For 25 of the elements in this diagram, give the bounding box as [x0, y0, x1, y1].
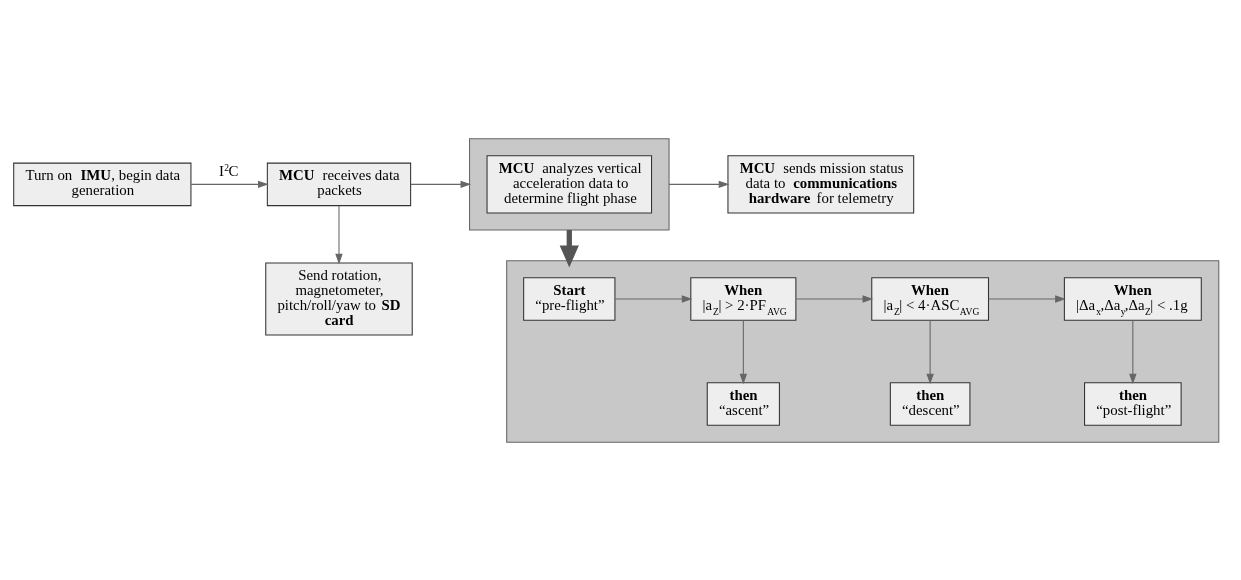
cluster: [469, 137, 670, 231]
arrow: [668, 180, 730, 188]
cluster: [506, 259, 1220, 443]
arrow: [410, 180, 472, 188]
node-box: then “ascent”: [706, 381, 780, 426]
node-box: MCU sends mission status data to communications hardware for telemetry: [727, 154, 915, 214]
node-box: MCU receives data packets: [266, 162, 412, 206]
node-box: then “post-flight”: [1084, 381, 1182, 426]
arrow: [926, 319, 934, 384]
node-box: Start “pre-flight”: [523, 276, 616, 321]
node-box: When |a$_{Z}$| > 2·PF$_{AVG}$: [690, 276, 797, 321]
node-box: When |Δa$_{x}$,Δa$_{y}$,Δa$_{Z}$| < .1g: [1063, 276, 1202, 321]
arrow: [335, 205, 343, 264]
node-box: then “descent”: [889, 381, 971, 426]
arrow: [739, 319, 748, 384]
arrow: [190, 180, 269, 188]
arrow: [988, 294, 1066, 303]
node-box: When |a$_{Z}$| < 4·ASC$_{AVG}$: [871, 276, 990, 321]
node-box: Turn on IMU, begin data generation: [13, 162, 192, 206]
arrow: [795, 294, 874, 303]
node-box: Send rotation, magnetometer, pitch/roll/yaw to SD card: [265, 261, 413, 336]
node-box: MCU analyzes vertical acceleration data to determine flight phase: [486, 154, 653, 214]
edge-label: I$^{2}$C: [219, 161, 239, 179]
arrow: [614, 294, 693, 303]
arrow: [1129, 319, 1137, 384]
